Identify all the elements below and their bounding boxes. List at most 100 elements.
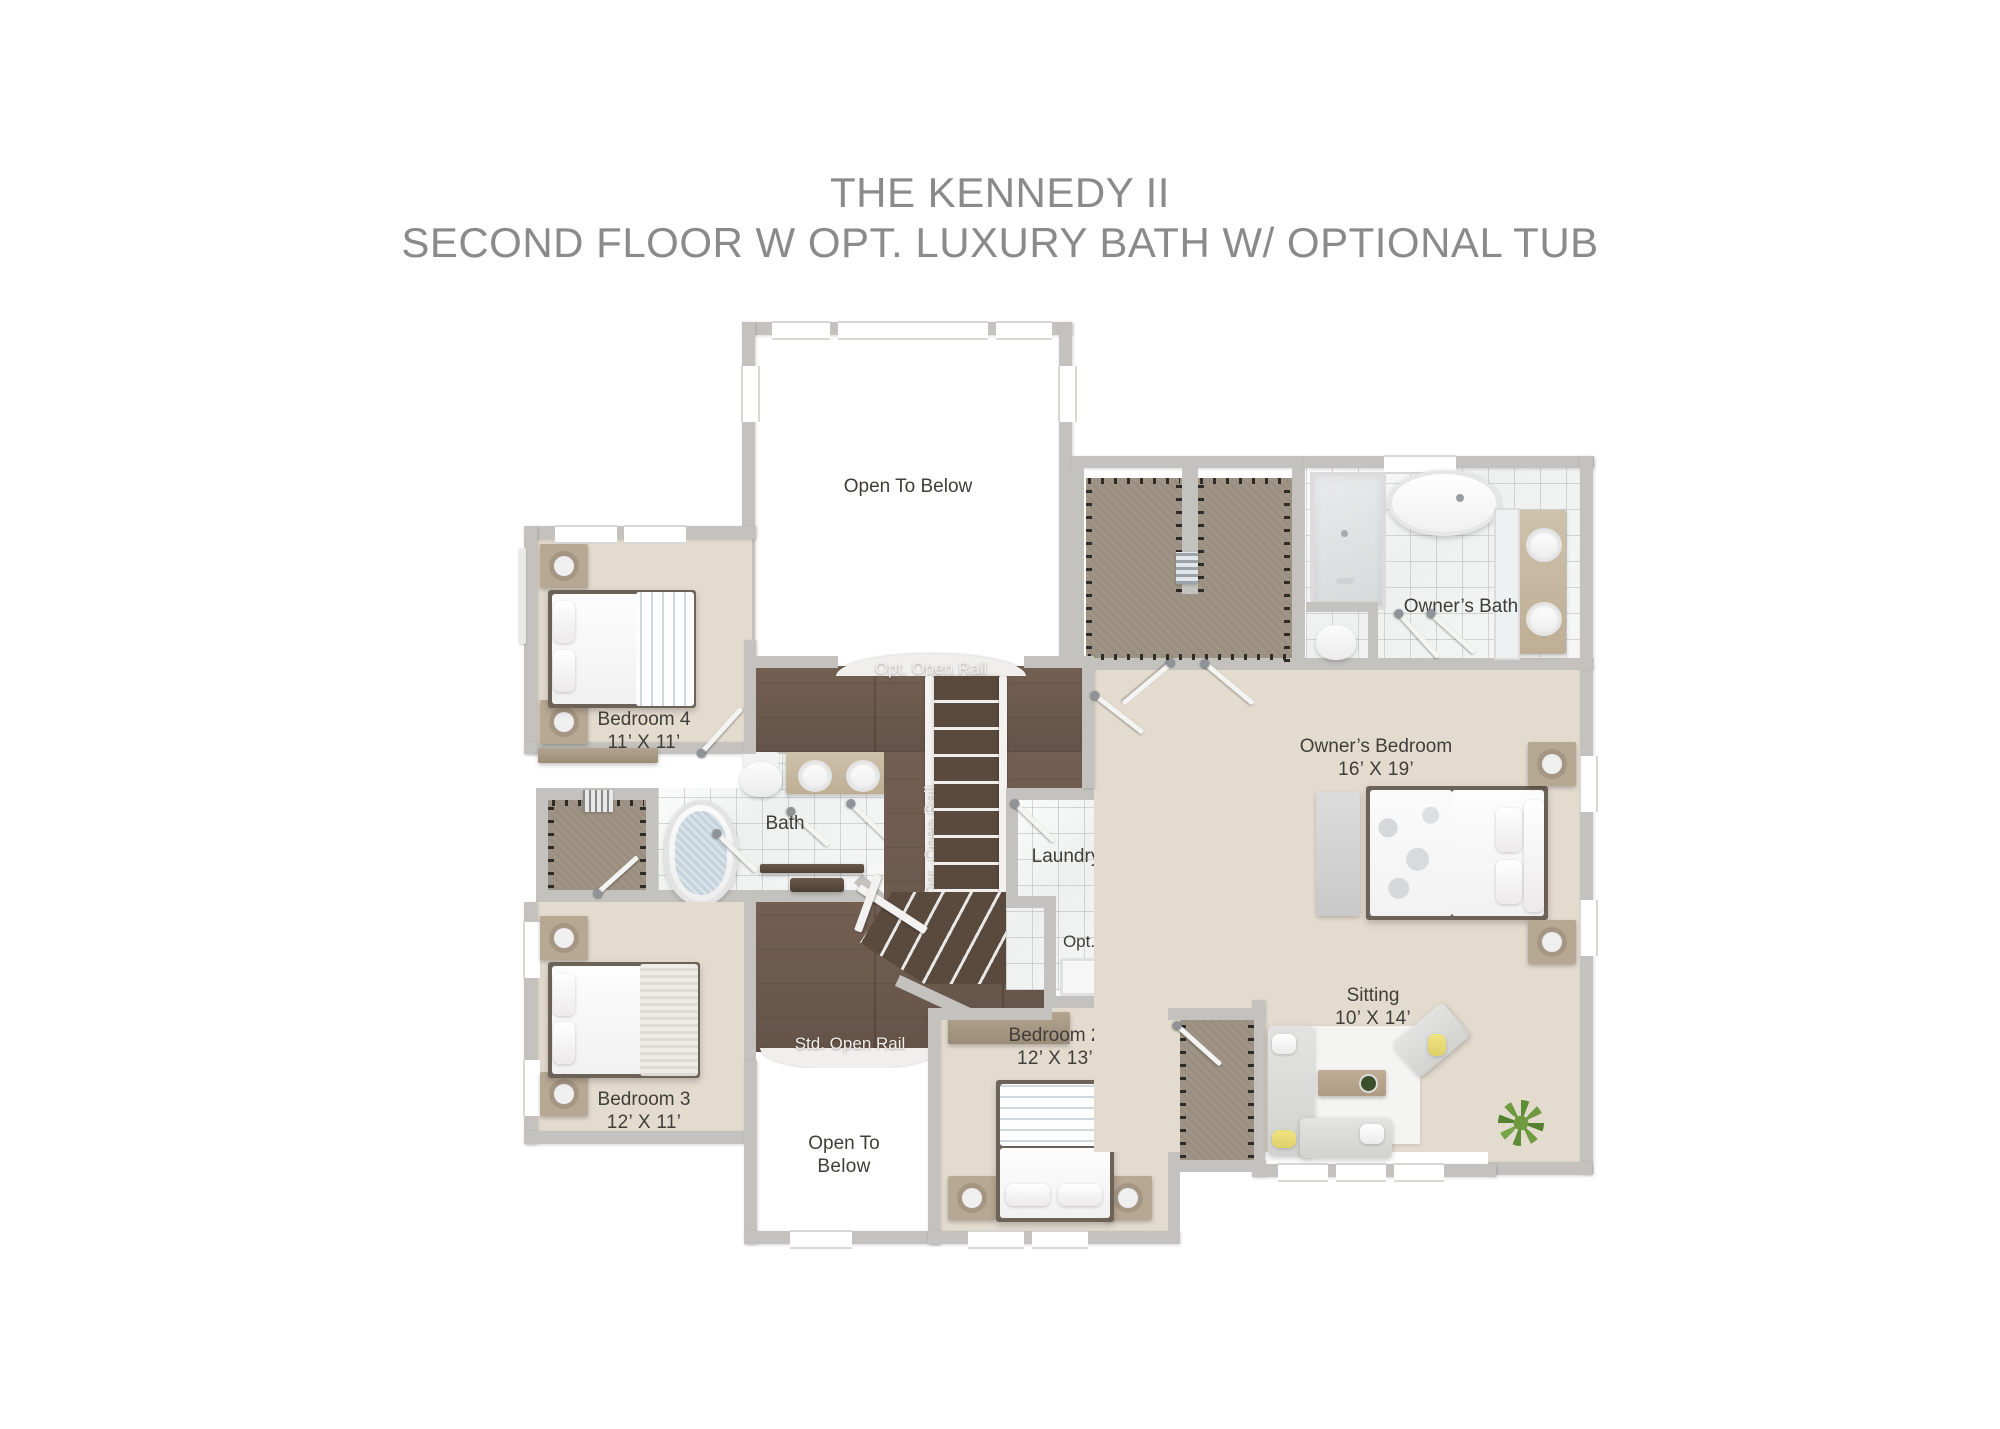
std-open-rail-arch	[760, 1048, 940, 1070]
wall-laundry-left	[1006, 788, 1018, 896]
window-sitting-bottom-c	[1394, 1163, 1444, 1182]
nightstand-bed3-bottom	[540, 1072, 588, 1116]
bowl-on-coffee-table-icon	[1361, 1076, 1376, 1091]
linen-counter-hall-bath	[760, 864, 864, 873]
open-to-below-top-floor	[748, 328, 1066, 666]
nightstand-owners-bottom	[1528, 920, 1576, 964]
shower-drain-icon	[1341, 530, 1348, 537]
room-label-owners-bath: Owner’s Bath	[1403, 596, 1519, 617]
wall-closets-bottom	[1082, 658, 1304, 670]
nightstand-owners-top	[1528, 742, 1576, 786]
room-label-laundry: Laundry	[1031, 846, 1101, 867]
wall-closets-top	[1072, 456, 1304, 468]
bed-bed2-mattress	[1000, 1148, 1110, 1218]
window-voidb-bottom	[790, 1230, 852, 1249]
window-void-top-c	[996, 321, 1052, 340]
closet-rod-right-side	[1284, 482, 1290, 662]
window-void-top-b	[838, 321, 988, 340]
closet-shelf-bed4	[583, 790, 613, 812]
wall-bed2-left	[928, 1008, 940, 1244]
wall-closets-left	[1072, 456, 1084, 666]
door-closet-right	[1198, 657, 1255, 706]
toilet-bowl	[740, 762, 782, 797]
wall-sitting-left	[1252, 1000, 1265, 1176]
nightstand-bed3-top	[540, 916, 588, 960]
door-closet-bed2	[1170, 1019, 1223, 1067]
wall-laundry-left-jog	[1006, 896, 1056, 908]
closet-rod-bed2-right	[1248, 1024, 1254, 1158]
window-void-right	[1058, 366, 1077, 422]
sink-hall-bath-a	[798, 760, 832, 792]
annotation-opt-sink: Opt.	[1062, 932, 1096, 951]
room-label-bedroom-4: Bedroom 4 11’ X 11’	[597, 709, 691, 754]
pillow-bed3-b	[553, 1022, 575, 1064]
door-closet-bed4	[590, 855, 640, 900]
bathtub-water	[675, 811, 727, 895]
plan-title-line-2: SECOND FLOOR W OPT. LUXURY BATH W/ OPTIO…	[401, 218, 1599, 266]
wall-laundry-left-lower	[1044, 896, 1056, 1008]
room-label-bedroom-3: Bedroom 3 12’ X 11’	[597, 1089, 691, 1134]
room-label-bedroom-2: Bedroom 2 12’ X 13’	[1008, 1025, 1102, 1070]
pillow-bed4-a	[553, 601, 575, 643]
wall-bed3-bottom	[524, 1131, 756, 1144]
pillow-owners-b	[1496, 860, 1522, 904]
window-bed4-top-b	[624, 525, 686, 544]
bed-bed4-duvet	[636, 592, 694, 706]
closet-rod-bridge	[1088, 654, 1288, 660]
bedroom-2-closet-floor	[1180, 1020, 1254, 1162]
toilet-hall-bath	[740, 752, 782, 800]
potted-plant-sitting	[1498, 1100, 1544, 1146]
door-bath-wc	[784, 805, 831, 848]
nightstand-bed2-left	[948, 1176, 996, 1220]
room-label-sitting: Sitting 10’ X 14’	[1335, 985, 1411, 1030]
nightstand-bed4-top	[540, 544, 588, 588]
pillow-bed2-b	[1058, 1184, 1102, 1206]
pillow-sitting-b	[1272, 1130, 1296, 1148]
bedroom-4-closet-floor	[548, 800, 646, 890]
window-owners-bed-right-a	[1579, 756, 1598, 812]
tub-drain-icon	[1456, 494, 1464, 502]
closet-rod-left-inner	[1176, 482, 1182, 592]
bathtub-hall-bath	[664, 800, 738, 906]
door-closet-left	[1121, 657, 1178, 706]
closet-rod-bed2-left	[1180, 1024, 1186, 1158]
window-void-top-a	[772, 321, 830, 340]
pillow-bed3-a	[553, 974, 575, 1016]
wall-owners-bath-right	[1580, 456, 1593, 668]
opt-open-rail-arch	[836, 654, 1026, 676]
mirror-owners-bath	[1494, 508, 1520, 660]
closet-rod-bed4-right	[640, 804, 646, 888]
pillow-sitting-d	[1428, 1034, 1446, 1056]
room-label-open-to-below-bottom: Open To Below	[808, 1133, 880, 1178]
window-bed4-top-a	[555, 525, 617, 544]
bed-owners-duvet	[1370, 790, 1452, 916]
room-label-owners-bedroom: Owner’s Bedroom 16’ X 19’	[1299, 736, 1453, 781]
wall-hall-laundry-left	[932, 1008, 1052, 1020]
window-void-left	[741, 366, 760, 422]
toilet-owners-bath	[1316, 615, 1356, 663]
sink-hall-bath-b	[846, 760, 880, 792]
wall-hall-top-right	[1024, 656, 1094, 668]
annotation-std-open-rail: Std. Open Rail	[794, 1034, 906, 1053]
closet-rod-right-inner	[1198, 482, 1204, 592]
wall-closet4-right	[646, 788, 658, 902]
wall-owners-bed-bottom-right	[1488, 1162, 1592, 1175]
toilet-owners-bowl	[1316, 625, 1356, 660]
window-bed2-bottom-b	[1032, 1230, 1088, 1249]
wall-wc-right	[1368, 602, 1378, 664]
door-laundry	[1008, 797, 1057, 844]
pillow-sitting-a	[1272, 1034, 1296, 1054]
closet-rod-left-top	[1088, 478, 1180, 484]
pillow-bed4-b	[553, 650, 575, 692]
room-label-open-to-below-top: Open To Below	[843, 476, 973, 497]
linen-bench-hall-bath	[790, 878, 844, 892]
door-bath-left	[710, 827, 759, 874]
bed-bed2-duvet	[1000, 1084, 1110, 1146]
pillow-bed2-a	[1006, 1184, 1050, 1206]
pillow-owners-a	[1496, 808, 1522, 852]
staircase-main-run	[934, 676, 1000, 892]
stair-rail-right	[999, 676, 1007, 892]
owners-closet-bridge	[1086, 588, 1292, 666]
plan-title-line-1: THE KENNEDY II	[830, 169, 1170, 216]
soaking-tub-owners-bath	[1388, 470, 1500, 536]
